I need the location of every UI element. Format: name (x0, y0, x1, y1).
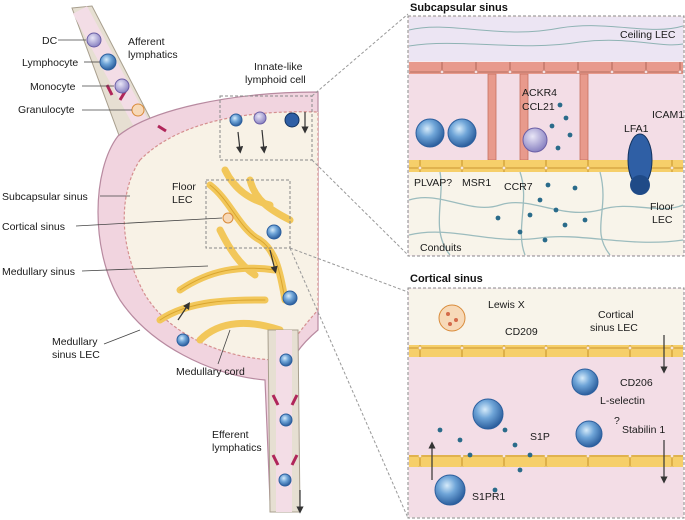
label-granulocyte: Granulocyte (18, 104, 75, 116)
label-innate-1: Innate-like (254, 61, 303, 73)
vessel-valves (105, 84, 299, 466)
label-floor-lec-1: Floor (172, 181, 196, 193)
label-cortical-sinus: Cortical sinus (2, 221, 65, 233)
label-cd206: CD206 (620, 377, 653, 389)
label-s1pr1: S1PR1 (472, 491, 505, 503)
conduits (408, 171, 684, 256)
label-monocyte: Monocyte (30, 81, 76, 93)
label-question: ? (614, 415, 620, 427)
label-l-selectin: L-selectin (600, 395, 645, 407)
innate-cell (284, 112, 300, 128)
left-labels: DC Lymphocyte Monocyte Granulocyte Affer… (2, 35, 306, 454)
granulocyte-cell (131, 103, 145, 117)
zoom-box-subcapsular (219, 95, 313, 161)
label-conduits: Conduits (420, 242, 461, 254)
lymph-node (71, 5, 409, 519)
ceiling-lec (409, 62, 683, 74)
ccl21-dots (495, 102, 588, 243)
label-cd209: CD209 (505, 326, 538, 338)
label-floor-lec-2: LEC (172, 194, 193, 206)
label-cortical-lec-2: sinus LEC (590, 322, 638, 334)
zoom-box-cortical (205, 179, 291, 249)
label-floor-lec-sub-1: Floor (650, 201, 674, 213)
label-efferent-1: Efferent (212, 429, 249, 441)
label-plvap: PLVAP? (414, 177, 452, 189)
label-ccr7: CCR7 (504, 181, 533, 193)
label-lewis-x: Lewis X (488, 299, 525, 311)
label-ccl21: CCL21 (522, 101, 555, 113)
label-innate-2: lymphoid cell (245, 74, 306, 86)
label-lfa1: LFA1 (624, 123, 649, 135)
cortical-panel: Lewis X CD209 Cortical sinus LEC CD206 L… (407, 287, 685, 519)
label-ackr4: ACKR4 (522, 87, 557, 99)
label-s1p: S1P (530, 431, 550, 443)
node-lymphocytes (176, 113, 298, 487)
monocyte-cell (114, 78, 130, 94)
label-dc: DC (42, 35, 58, 47)
label-medullary-lec-2: sinus LEC (52, 349, 100, 361)
lymphocyte-cell (99, 53, 117, 71)
label-efferent-2: lymphatics (212, 442, 262, 454)
label-medullary-cord: Medullary cord (176, 366, 245, 378)
subcapsular-panel: Ceiling LEC ACKR4 CCL21 ICAM1 LFA1 PLVAP… (407, 15, 685, 257)
label-msr1: MSR1 (462, 177, 491, 189)
cortical-sinus-lec-bottom (409, 455, 683, 467)
s1p-dots (437, 427, 533, 493)
label-cortical-lec-1: Cortical (598, 309, 634, 321)
label-floor-lec-sub-2: LEC (652, 214, 673, 226)
label-afferent-2: lymphatics (128, 49, 178, 61)
label-ceiling-lec: Ceiling LEC (620, 29, 676, 41)
label-medullary-lec-1: Medullary (52, 336, 98, 348)
title-subcapsular: Subcapsular sinus (410, 2, 508, 14)
label-afferent-1: Afferent (128, 36, 165, 48)
dc-cell (86, 32, 102, 48)
label-stabilin: Stabilin 1 (622, 424, 665, 436)
label-icam1: ICAM1 (652, 109, 684, 121)
label-subcapsular-sinus: Subcapsular sinus (2, 191, 88, 203)
title-cortical: Cortical sinus (410, 273, 483, 285)
cortical-sinus-lec-top (409, 345, 683, 357)
label-lymphocyte: Lymphocyte (22, 57, 78, 69)
floor-lec (409, 160, 683, 172)
label-medullary-sinus: Medullary sinus (2, 266, 75, 278)
